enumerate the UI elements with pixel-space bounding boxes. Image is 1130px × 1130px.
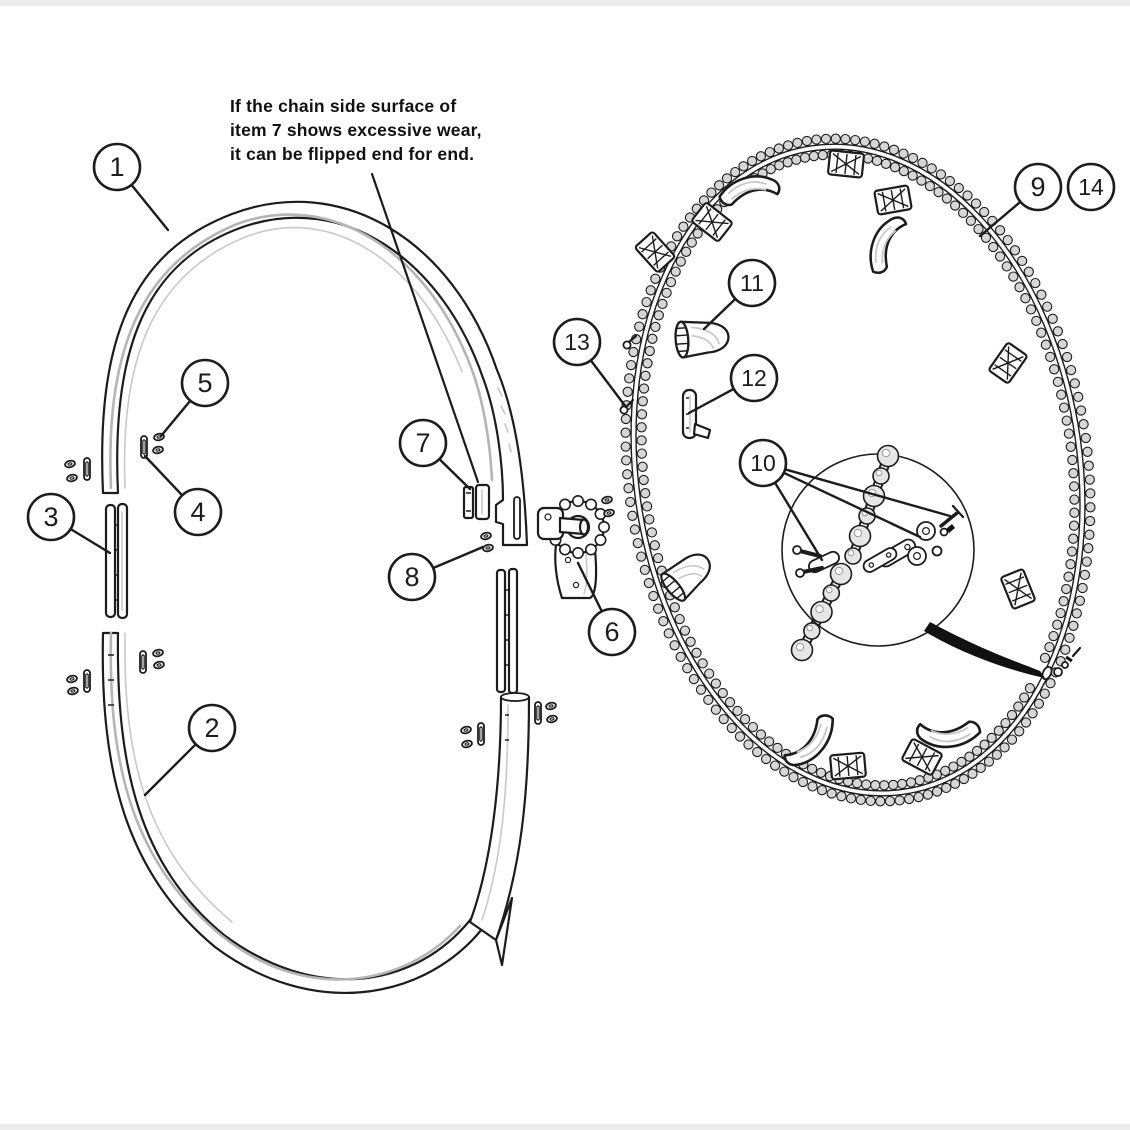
callout-1: 1 — [92, 142, 170, 232]
callout-6-circle — [587, 607, 637, 657]
link-plates — [862, 538, 917, 573]
callout-5-circle — [180, 358, 230, 408]
callout-3-number: 3 — [43, 502, 58, 532]
callout-9-circle — [1013, 162, 1063, 212]
callout-11: 11 — [702, 258, 777, 331]
callout-1-number: 1 — [109, 152, 124, 182]
callout-4-leader — [143, 454, 184, 497]
callout-11-number: 11 — [740, 270, 764, 296]
callout-10: 10 — [738, 438, 952, 562]
callout-7-leader — [438, 457, 472, 491]
chain-side-block-item7 — [462, 483, 491, 521]
callout-3: 3 — [26, 492, 112, 555]
callout-13: 13 — [552, 317, 628, 409]
callout-2-number: 2 — [204, 713, 219, 743]
callout-9-leader — [978, 200, 1022, 238]
callout-4-circle — [173, 487, 223, 537]
link-left — [792, 545, 840, 578]
callout-4-number: 4 — [190, 497, 205, 527]
callout-8-leader — [432, 545, 485, 570]
rail-pointed-end — [468, 692, 531, 967]
wear-strips-right — [495, 567, 519, 695]
callout-4: 4 — [143, 454, 223, 537]
link-pin — [939, 504, 965, 533]
callout-10-leader — [782, 471, 922, 539]
callout-2-leader — [143, 743, 197, 797]
image-edge-bottom — [0, 1124, 1130, 1130]
callout-10-leader — [773, 481, 824, 562]
callout-10-number: 10 — [750, 450, 776, 476]
callout-7-number: 7 — [415, 428, 430, 458]
note: If the chain side surface of item 7 show… — [230, 94, 482, 166]
callout-10-leader — [783, 468, 952, 518]
callout-8-number: 8 — [404, 562, 419, 592]
callout-6: 6 — [576, 561, 637, 657]
callout-14: 14 — [1066, 162, 1116, 212]
callout-10-circle — [738, 438, 788, 488]
callout-7-circle — [398, 418, 448, 468]
callout-5-leader — [159, 399, 192, 438]
callout-14-circle — [1066, 162, 1116, 212]
detail-magnifier — [781, 444, 1045, 678]
master-link-parts — [1041, 646, 1082, 681]
fasteners — [63, 431, 616, 750]
callout-11-circle — [727, 258, 777, 308]
callout-12-number: 12 — [741, 365, 767, 391]
callout-13-circle — [552, 317, 602, 367]
bracket-item12 — [681, 388, 712, 440]
callout-9: 9 — [978, 162, 1063, 238]
callout-5: 5 — [159, 358, 230, 438]
wear-strips-left — [104, 502, 129, 620]
callout-11-leader — [702, 297, 737, 331]
callout-12: 12 — [687, 353, 779, 415]
screws-item13 — [619, 334, 638, 415]
note-line-3: it can be flipped end for end. — [230, 144, 475, 164]
callout-13-leader — [589, 359, 628, 409]
callout-2-circle — [187, 703, 237, 753]
callout-6-leader — [576, 561, 603, 613]
callout-5-number: 5 — [197, 368, 212, 398]
note-line-2: item 7 shows excessive wear, — [230, 120, 482, 140]
chain-assembly — [619, 133, 1096, 807]
lower-rail — [101, 631, 523, 995]
callout-8-circle — [387, 552, 437, 602]
image-edge-top — [0, 0, 1130, 6]
track-assembly — [63, 200, 616, 995]
callout-14-number: 14 — [1078, 174, 1104, 200]
callout-2: 2 — [143, 703, 237, 797]
link-rollers — [907, 521, 949, 566]
callout-8: 8 — [387, 545, 485, 602]
callout-12-leader — [687, 387, 735, 415]
callout-9-number: 9 — [1030, 172, 1045, 202]
paddle-item11 — [673, 317, 731, 360]
callout-1-circle — [92, 142, 142, 192]
callout-1-leader — [130, 183, 170, 232]
note-line-1: If the chain side surface of — [230, 96, 457, 116]
callout-12-circle — [729, 353, 779, 403]
callout-13-number: 13 — [564, 329, 590, 355]
note-leader-line — [370, 172, 480, 484]
magnifier-pointer — [924, 622, 1045, 678]
callout-6-number: 6 — [604, 617, 619, 647]
callout-3-circle — [26, 492, 76, 542]
callout-7: 7 — [398, 418, 472, 491]
sprocket-arm-item6 — [536, 494, 610, 600]
callout-3-leader — [69, 527, 112, 555]
